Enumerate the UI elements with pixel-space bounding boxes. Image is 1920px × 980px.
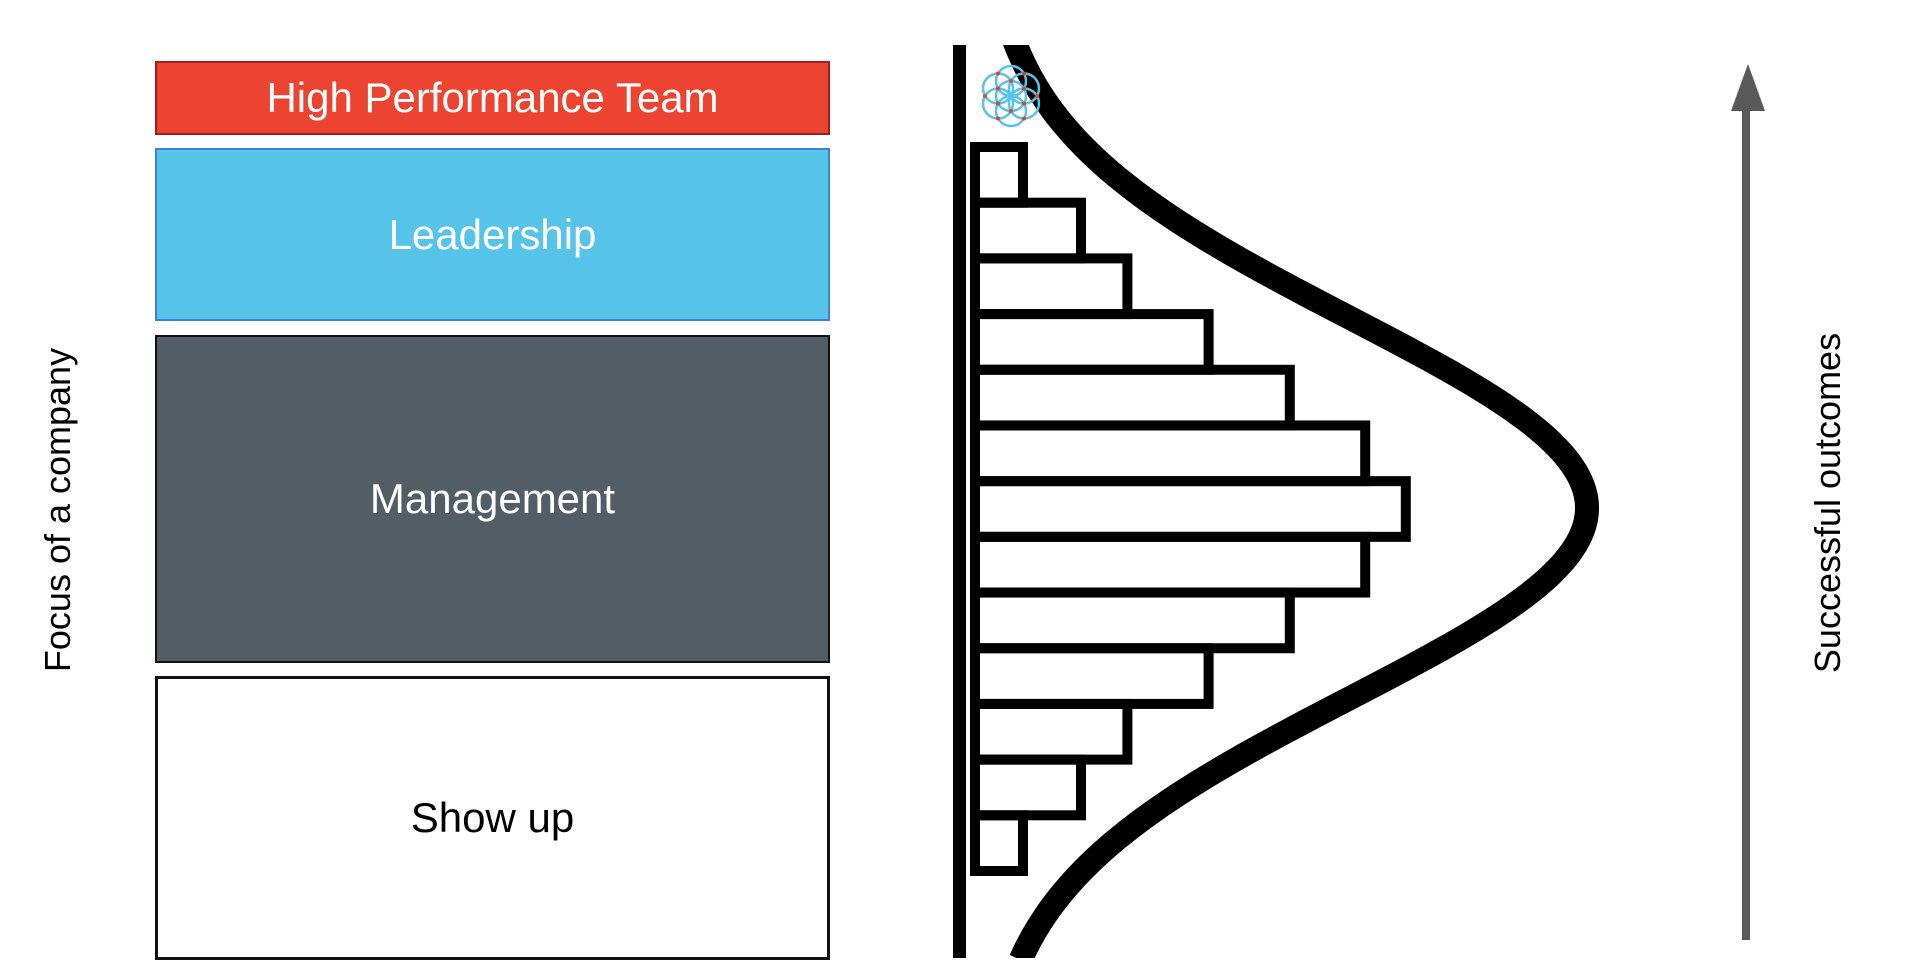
logo-dot [1009,79,1013,83]
histogram-bar [970,420,1371,487]
layer-leadership: Leadership [155,148,830,321]
arrow-head [1731,64,1765,111]
layer-label-leadership: Leadership [388,210,597,258]
layer-high-performance-team: High Performance Team [155,61,830,135]
histogram-bar [970,197,1086,264]
logo-dot [983,94,988,98]
flower-of-life-logo-icon [981,64,1041,128]
layer-label-show-up: Show up [410,794,575,841]
layer-label-management: Management [369,475,616,522]
histogram-bars [970,142,1411,876]
histogram-bar [970,643,1214,709]
histogram-bar [970,253,1133,320]
bell-curve [1003,45,1600,958]
histogram-bar [970,309,1214,375]
logo-dot [1009,109,1013,113]
logo-dot [996,101,1001,106]
histogram-bar [970,587,1295,654]
histogram-bar [970,754,1086,821]
logo-dot [1021,116,1026,121]
logo-dot [996,86,1001,91]
histogram-bar [970,364,1295,431]
histogram-bar [970,698,1133,765]
histogram-bar [970,142,1028,208]
layer-management: Management [155,335,830,663]
layer-label-high-performance-team: High Performance Team [266,74,719,121]
distribution-axis-line [953,45,966,958]
logo-dot [1021,86,1026,91]
histogram-bar [970,531,1371,598]
arrow-shaft [1742,108,1750,940]
logo-dot [1021,101,1026,106]
logo-dot [996,116,1001,121]
logo-dot [1034,94,1039,98]
logo-dot [996,71,1001,76]
histogram-bar [970,810,1028,876]
layer-show-up: Show up [155,676,830,960]
logo-dot [1021,71,1026,76]
successful-outcomes-arrow-icon [1731,64,1765,940]
histogram-bar [970,476,1411,542]
